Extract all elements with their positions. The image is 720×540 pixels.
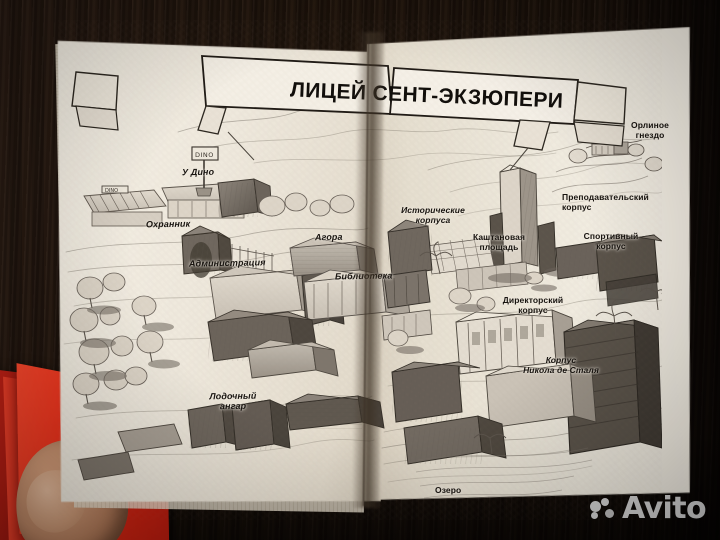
map-label-left: Администрация xyxy=(188,257,266,269)
map-label-right: Озеро xyxy=(435,485,462,495)
open-book: DINO DINO xyxy=(58,20,662,520)
svg-text:DINO: DINO xyxy=(195,151,214,159)
svg-text:DINO: DINO xyxy=(105,188,118,194)
map-label-right: Исторические корпуса xyxy=(401,205,465,225)
map-label-left: Агора xyxy=(314,231,343,243)
avito-dots-icon xyxy=(590,497,616,520)
map-label-right: Корпус Никола де Сталя xyxy=(523,355,599,375)
map-label-right: Директорский корпус xyxy=(502,295,564,315)
map-label-right: Орлиное гнездо xyxy=(631,120,669,140)
map-label-left: Охранник xyxy=(145,218,191,230)
avito-brand-text: Avito xyxy=(622,491,707,526)
map-label-right: Каштановая площадь xyxy=(472,232,526,252)
map-label-right: Преподавательский корпус xyxy=(562,192,649,212)
map-label-left: У Дино xyxy=(181,166,215,178)
map-label-right: Спортивный корпус xyxy=(583,231,639,251)
map-label-left: Лодочный ангар xyxy=(209,390,257,412)
avito-watermark: Avito xyxy=(590,491,707,526)
campus-map-illustration: DINO DINO xyxy=(63,55,662,499)
